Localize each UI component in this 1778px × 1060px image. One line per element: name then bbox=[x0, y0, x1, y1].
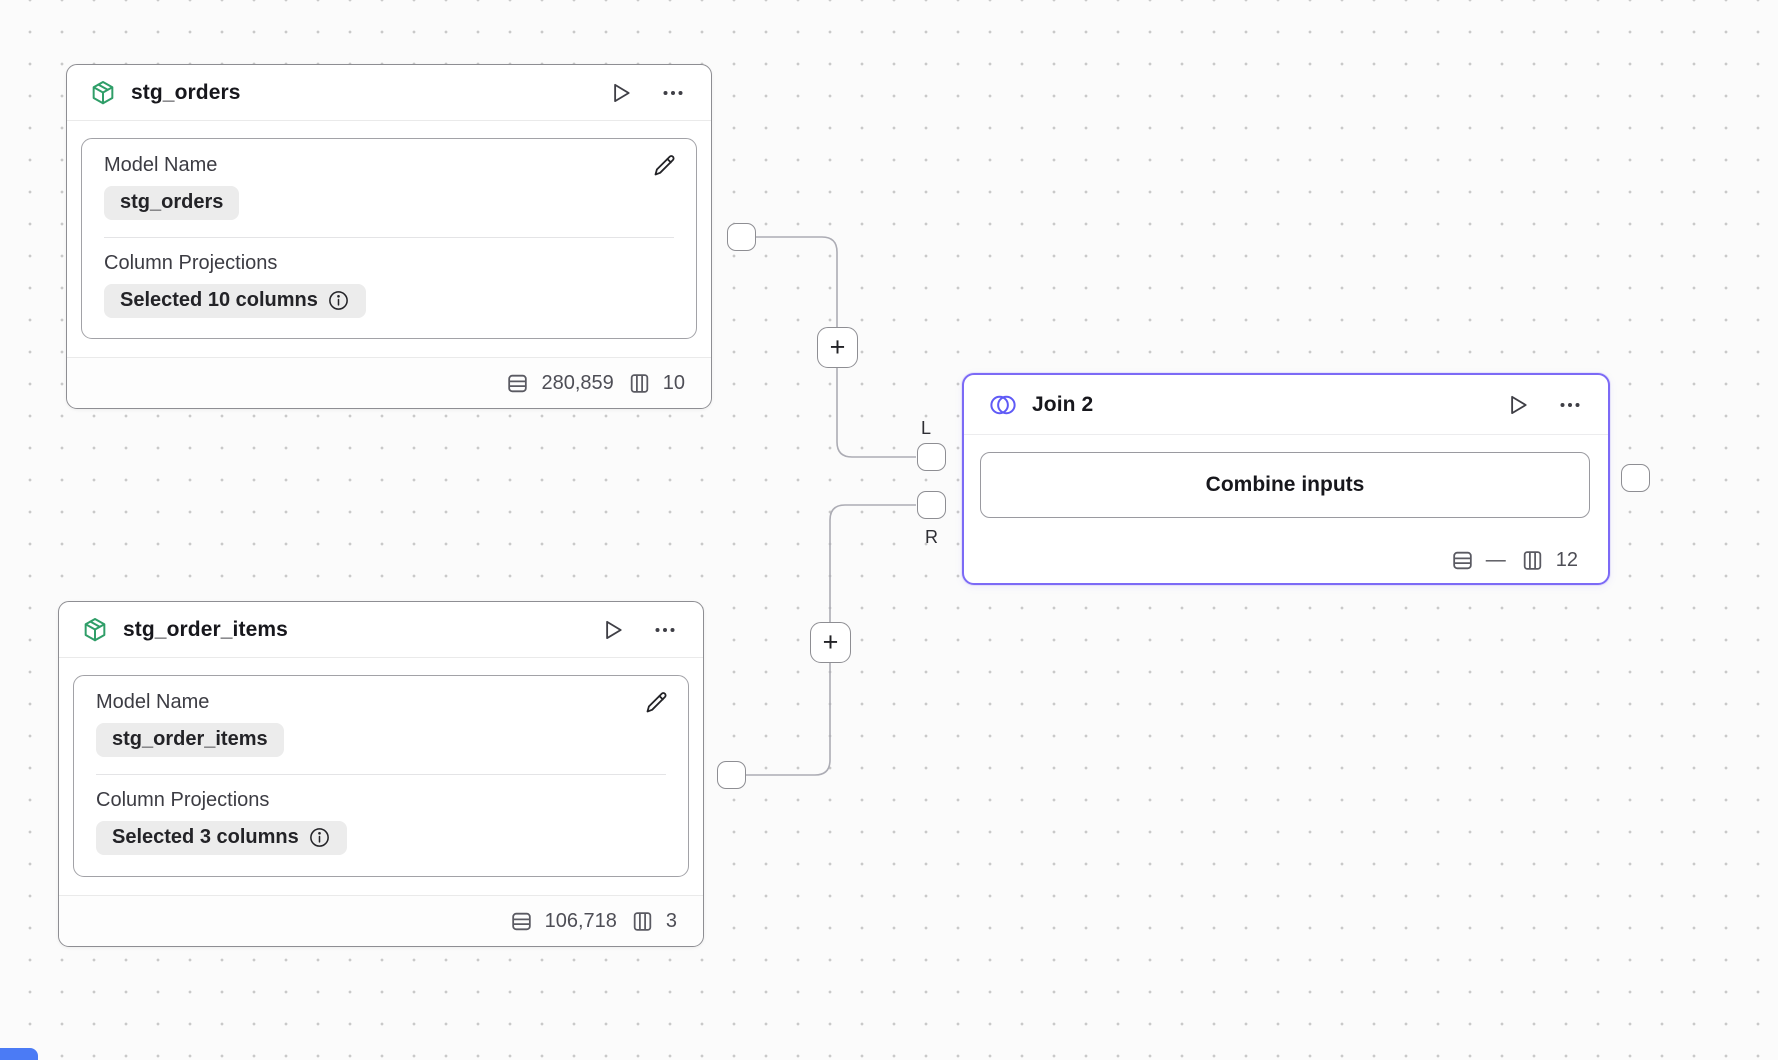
row-count-stat: — bbox=[1450, 548, 1506, 573]
node-config-card: Model Name stg_order_items Column Projec… bbox=[73, 675, 689, 877]
model-name-label: Model Name bbox=[104, 154, 218, 176]
node-stg-orders[interactable]: stg_orders Model Name stg_order bbox=[66, 64, 712, 409]
row-count-stat: 106,718 bbox=[509, 909, 617, 934]
node-stats-footer: 280,859 10 bbox=[67, 357, 711, 408]
column-count-value: 10 bbox=[662, 371, 685, 394]
row-count-value: — bbox=[1485, 548, 1506, 571]
column-count-value: 12 bbox=[1555, 548, 1578, 571]
edit-model-name-icon[interactable] bbox=[643, 689, 670, 716]
add-step-on-edge-button[interactable]: + bbox=[817, 327, 858, 368]
node-stg-order-items[interactable]: stg_order_items Model Name stg_ bbox=[58, 601, 704, 947]
columns-icon bbox=[627, 371, 652, 396]
model-cube-icon bbox=[81, 616, 109, 644]
node-stats-footer: 106,718 3 bbox=[59, 895, 703, 946]
node-menu-button[interactable] bbox=[661, 81, 685, 105]
node-title: stg_order_items bbox=[123, 617, 288, 641]
column-count-value: 3 bbox=[665, 909, 677, 932]
run-node-button[interactable] bbox=[607, 80, 633, 106]
horizontal-scrollbar-thumb[interactable] bbox=[0, 1048, 38, 1060]
model-cube-icon bbox=[89, 79, 117, 107]
join-right-input-label: R bbox=[925, 527, 938, 547]
column-projections-value: Selected 10 columns bbox=[120, 289, 318, 312]
node-stg-orders-header: stg_orders bbox=[67, 65, 711, 121]
row-count-stat: 280,859 bbox=[505, 371, 614, 396]
port-stg-orders-output[interactable] bbox=[727, 223, 756, 251]
rows-icon bbox=[505, 371, 530, 396]
column-count-stat: 10 bbox=[627, 371, 685, 396]
node-join-header: Join 2 bbox=[964, 375, 1608, 435]
info-icon[interactable] bbox=[327, 289, 350, 312]
model-name-value: stg_order_items bbox=[112, 728, 268, 750]
edit-model-name-icon[interactable] bbox=[651, 152, 678, 179]
row-count-value: 280,859 bbox=[541, 371, 614, 394]
row-count-value: 106,718 bbox=[544, 909, 617, 932]
column-projections-value: Selected 3 columns bbox=[112, 826, 299, 849]
column-projections-label: Column Projections bbox=[96, 789, 270, 812]
column-projections-chip: Selected 10 columns bbox=[104, 284, 366, 319]
model-name-label: Model Name bbox=[96, 691, 210, 713]
port-join-input-left[interactable] bbox=[917, 443, 946, 471]
model-name-chip: stg_orders bbox=[104, 186, 240, 220]
column-projections-chip: Selected 3 columns bbox=[96, 821, 347, 856]
rows-icon bbox=[1450, 548, 1475, 573]
port-stg-order-items-output[interactable] bbox=[717, 761, 746, 789]
node-menu-button[interactable] bbox=[653, 618, 677, 642]
card-divider bbox=[104, 237, 674, 239]
run-node-button[interactable] bbox=[599, 617, 625, 643]
join-icon bbox=[988, 390, 1018, 420]
node-join-2[interactable]: Join 2 Combine inputs — bbox=[962, 373, 1610, 585]
run-node-button[interactable] bbox=[1504, 392, 1530, 418]
column-projections-label: Column Projections bbox=[104, 252, 278, 275]
model-name-value: stg_orders bbox=[120, 191, 224, 213]
card-divider bbox=[96, 774, 666, 776]
node-stats-footer: — 12 bbox=[964, 537, 1608, 583]
node-menu-button[interactable] bbox=[1558, 393, 1582, 417]
port-join-input-right[interactable] bbox=[917, 491, 946, 519]
add-step-on-edge-button[interactable]: + bbox=[810, 622, 851, 663]
node-config-card: Model Name stg_orders Column Projections… bbox=[81, 138, 697, 339]
node-title: Join 2 bbox=[1032, 392, 1094, 416]
column-count-stat: 3 bbox=[630, 909, 677, 934]
columns-icon bbox=[1520, 548, 1545, 573]
columns-icon bbox=[630, 909, 655, 934]
model-name-chip: stg_order_items bbox=[96, 723, 284, 757]
combine-inputs-button[interactable]: Combine inputs bbox=[980, 452, 1590, 518]
port-join-output[interactable] bbox=[1621, 464, 1650, 492]
rows-icon bbox=[509, 909, 534, 934]
info-icon[interactable] bbox=[308, 826, 331, 849]
node-title: stg_orders bbox=[131, 80, 241, 104]
join-left-input-label: L bbox=[921, 418, 932, 438]
node-stg-order-items-header: stg_order_items bbox=[59, 602, 703, 658]
column-count-stat: 12 bbox=[1520, 548, 1578, 573]
